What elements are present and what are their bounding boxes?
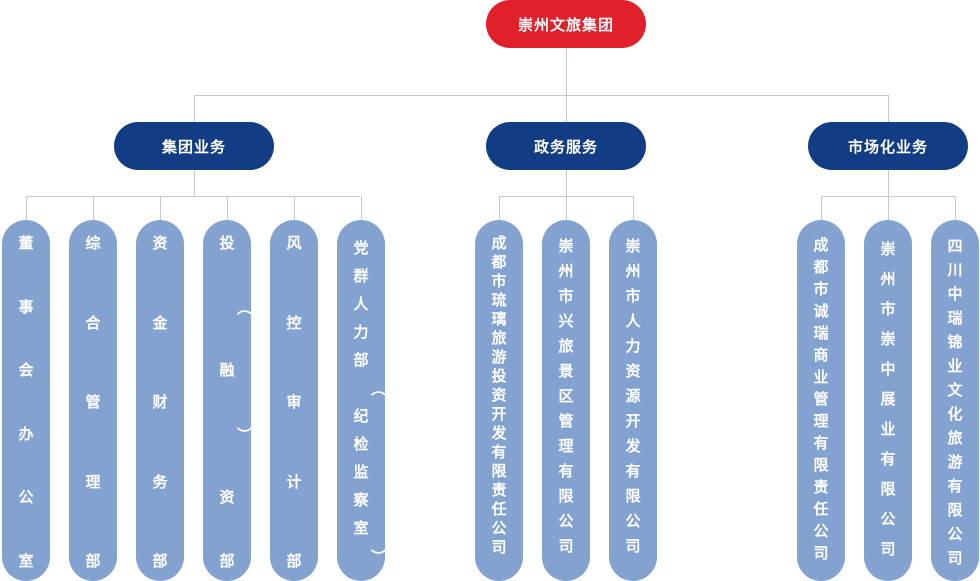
connector	[955, 196, 956, 220]
leaf-node: 资金财务部	[136, 220, 184, 581]
root-node: 崇州文旅集团	[486, 0, 646, 48]
connector	[93, 196, 94, 220]
leaf-node: 崇州市兴旅景区管理有限公司	[542, 220, 590, 581]
connector	[566, 48, 567, 95]
group-node-label: 集团业务	[161, 137, 226, 156]
leaf-node: 崇州市崇中展业有限公司	[864, 220, 912, 581]
connector	[566, 95, 567, 122]
connector	[227, 196, 228, 220]
leaf-node: 投（融）资部	[203, 220, 251, 581]
leaf-node: 风控审计部	[270, 220, 318, 581]
connector	[194, 170, 195, 196]
connector	[633, 196, 634, 220]
connector	[566, 170, 567, 196]
leaf-node: 综合管理部	[69, 220, 117, 581]
leaf-node: 党群人力部（纪检监察室）	[337, 220, 385, 581]
connector	[566, 196, 567, 220]
connector	[361, 196, 362, 220]
connector	[194, 95, 889, 96]
connector	[160, 196, 161, 220]
connector	[821, 196, 822, 220]
group-node-label: 市场化业务	[847, 137, 928, 156]
connector	[194, 95, 195, 122]
group-node-label: 政务服务	[533, 137, 598, 156]
leaf-node: 成都市琉璃旅游投资开发有限责任公司	[475, 220, 523, 581]
group-node: 市场化业务	[808, 122, 968, 170]
connector	[26, 196, 360, 197]
connector	[888, 170, 889, 196]
connector	[888, 196, 889, 220]
connector	[888, 95, 889, 122]
leaf-node: 崇州市人力资源开发有限公司	[609, 220, 657, 581]
leaf-node: 董事会办公室	[2, 220, 50, 581]
connector	[499, 196, 500, 220]
leaf-node: 成都市诚瑞商业管理有限责任公司	[797, 220, 845, 581]
root-node-label: 崇州文旅集团	[517, 15, 614, 34]
group-node: 政务服务	[486, 122, 646, 170]
connector	[294, 196, 295, 220]
group-node: 集团业务	[114, 122, 274, 170]
leaf-node: 四川中瑞锦业文化旅游有限公司	[931, 220, 979, 581]
connector	[26, 196, 27, 220]
